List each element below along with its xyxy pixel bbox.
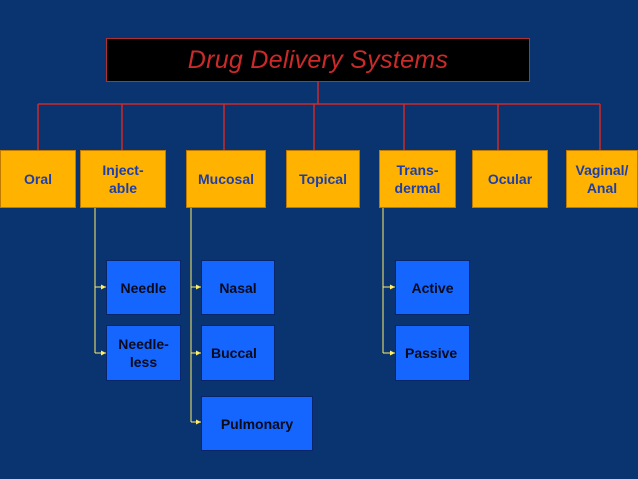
arrow-nasal [196,284,201,290]
arrow-pulmonary [196,419,201,425]
arrow-active [390,284,395,290]
title-connectors [37,82,601,150]
subcategory-nasal: Nasal [201,260,275,315]
subcategory-needle: Needle [106,260,181,315]
branch-connectors [94,208,395,423]
diagram-title-box: Drug Delivery Systems [106,38,530,82]
category-oral: Oral [0,150,76,208]
category-mucosal: Mucosal [186,150,266,208]
category-label: Topical [299,171,347,187]
subcategory-label: Active [411,279,454,296]
category-injectable: Inject- able [80,150,166,208]
subcategory-label: Pulmonary [220,415,294,432]
category-ocular: Ocular [472,150,548,208]
subcategory-label: Needle [120,279,167,296]
category-label: Vaginal/ Anal [575,162,629,196]
category-label: Oral [23,171,52,187]
subcategory-buccal: Buccal [201,325,275,381]
category-topical: Topical [286,150,360,208]
arrow-needleless [101,350,106,356]
category-label: Trans- dermal [394,162,441,196]
arrow-passive [390,350,395,356]
branch-arrowheads [101,284,395,425]
category-label: Mucosal [197,171,254,187]
subcategory-label: Passive [405,345,458,361]
subcategory-passive: Passive [395,325,470,381]
subcategory-active: Active [395,260,470,315]
category-label: Ocular [487,171,533,187]
arrow-needle [101,284,106,290]
diagram-title: Drug Delivery Systems [187,45,449,74]
subcategory-pulmonary: Pulmonary [201,396,313,451]
subcategory-label: Nasal [219,279,257,296]
subcategory-label: Buccal [211,345,257,361]
arrow-buccal [196,350,201,356]
category-label: Inject- able [102,162,144,196]
subcategory-label: Needle- less [118,336,169,370]
category-vaginal-anal: Vaginal/ Anal [566,150,638,208]
category-transdermal: Trans- dermal [379,150,456,208]
subcategory-needleless: Needle- less [106,325,181,381]
